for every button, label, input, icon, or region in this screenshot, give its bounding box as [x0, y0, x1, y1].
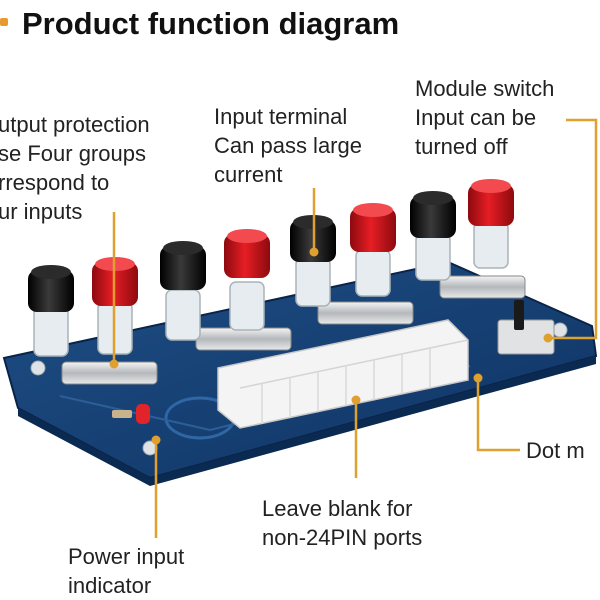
label-module-switch: Module switch Input can be turned off	[415, 76, 555, 159]
mount-hole	[552, 322, 568, 338]
module-switch	[497, 300, 555, 355]
fuse-holder	[195, 327, 292, 351]
black-post	[410, 191, 456, 238]
mount-hole	[30, 360, 46, 376]
leader-lines	[112, 118, 598, 538]
atx-24pin-connector	[217, 319, 469, 429]
power-led	[112, 404, 150, 424]
red-post	[224, 229, 270, 278]
black-post	[28, 265, 74, 312]
label-input-terminal: Input terminal Can pass large current	[214, 104, 362, 187]
leader-module-switch	[548, 118, 598, 340]
label-output-protection: utput protection se Four groups rrespond…	[0, 112, 150, 224]
label-dot: Dot m	[526, 438, 585, 463]
fuse-holder	[61, 361, 158, 385]
red-post	[350, 203, 396, 252]
page-title: Product function diagram	[22, 6, 400, 41]
black-post	[160, 241, 206, 290]
label-leave-blank: Leave blank for non-24PIN ports	[262, 496, 423, 550]
red-post	[468, 179, 514, 226]
leader-dot	[476, 378, 520, 452]
title-bullet	[0, 18, 8, 26]
fuse-holder	[439, 275, 526, 299]
binding-post-bases	[33, 221, 509, 357]
leader-dots	[109, 247, 553, 445]
fuse-holder	[317, 301, 414, 325]
label-power-indicator: Power input indicator	[68, 544, 185, 598]
